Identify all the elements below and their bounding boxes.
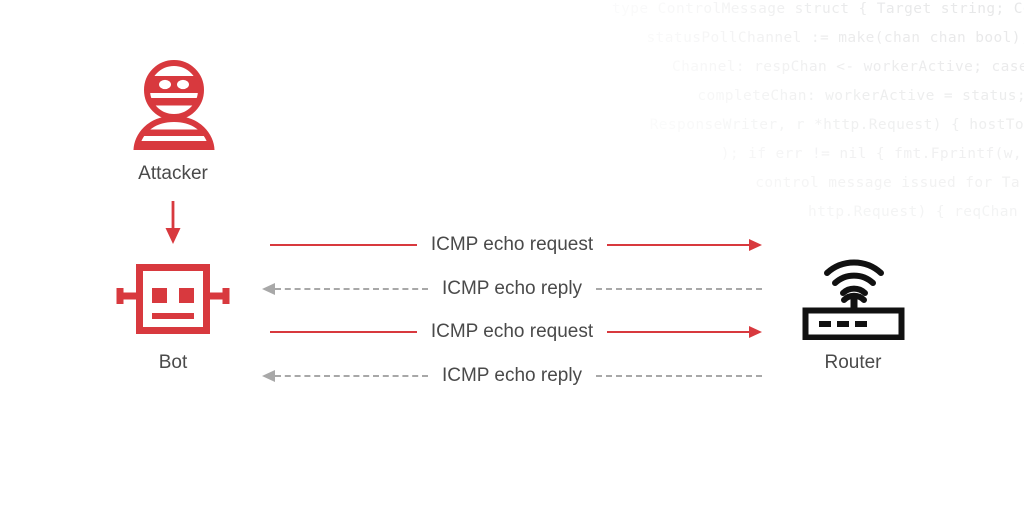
attacker-label: Attacker [138,163,208,184]
flow-row-reply-1: ICMP echo reply [262,274,762,304]
flow-row-request-1: ICMP echo request [262,230,763,260]
control-arrow-attacker-to-bot [160,200,186,246]
bot-label: Bot [158,352,188,373]
code-line: ); if err != nil { fmt.Fprintf(w, [720,146,1022,162]
flow-line-right [607,238,763,252]
flow-line-right [596,282,762,296]
code-line: type ControlMessage struct { Target stri… [612,1,1024,17]
code-line: ResponseWriter, r *http.Request) { hostT… [649,117,1024,133]
flow-line-left [262,238,417,252]
arrow-right-icon [749,325,763,338]
flow-line-right [596,369,762,383]
code-line: statusPollChannel := make(chan chan bool… [646,30,1024,46]
code-line: control message issued for Ta [755,175,1020,191]
flow-row-reply-2: ICMP echo reply [262,361,762,391]
attacker-icon [128,58,220,153]
flow-line-left [262,282,428,296]
bot-icon [112,262,234,336]
flow-line-left [262,369,428,383]
flow-label: ICMP echo request [430,234,594,255]
flow-row-request-2: ICMP echo request [262,317,763,347]
flow-label: ICMP echo reply [441,278,583,299]
router-icon [795,248,913,341]
flow-line-right [607,325,763,339]
code-line: Channel: respChan <- workerActive; case [671,59,1024,75]
arrow-left-icon [262,282,275,295]
code-line: http.Request) { reqChan [808,204,1018,220]
flow-label: ICMP echo reply [441,365,583,386]
flow-label: ICMP echo request [430,321,594,342]
router-label: Router [824,352,882,373]
arrow-right-icon [749,238,763,251]
arrow-left-icon [262,369,275,382]
flow-line-left [262,325,417,339]
code-background: type ControlMessage struct { Target stri… [504,0,1024,230]
code-line: completeChan: workerActive = status; [697,88,1024,104]
